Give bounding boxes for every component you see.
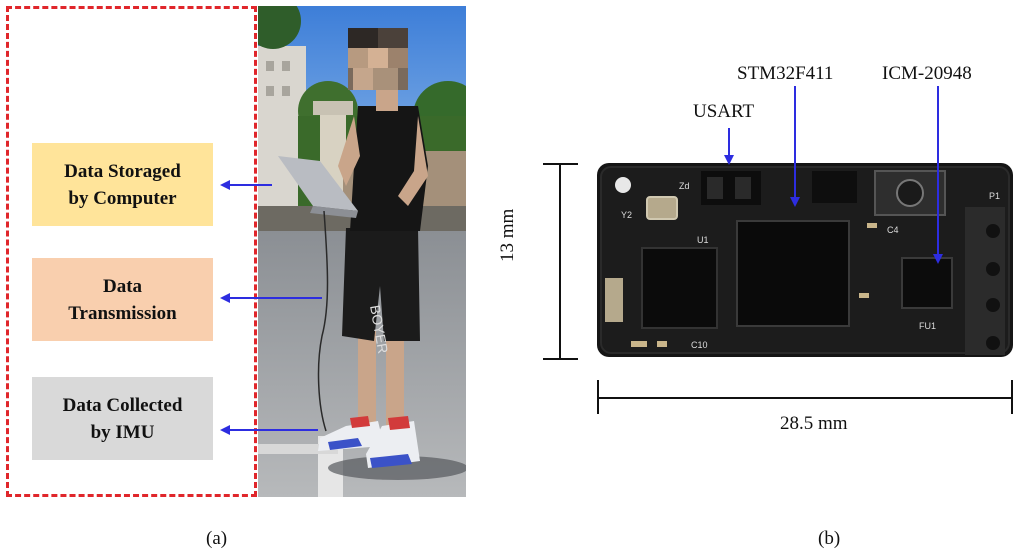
box-line: by IMU (90, 421, 155, 443)
svg-text:C4: C4 (887, 225, 899, 235)
box-line: Transmission (68, 302, 177, 324)
svg-text:P1: P1 (989, 191, 1000, 201)
svg-text:Y2: Y2 (621, 210, 632, 220)
data-transmission-box: Data Transmission (32, 258, 213, 341)
box-line: Data Collected (62, 394, 183, 416)
data-collected-box: Data Collected by IMU (32, 377, 213, 460)
box-line: Data (102, 275, 143, 297)
svg-text:Zd: Zd (679, 181, 690, 191)
caption-b: (b) (818, 528, 841, 549)
pcb-board-photo: Zd Y2 U1 C10 C4 FU1 P1 (597, 163, 1013, 357)
stm32-label: STM32F411 (737, 63, 834, 84)
usart-label: USART (693, 101, 755, 122)
box-line: by Computer (68, 187, 177, 209)
width-dimension-label: 28.5 mm (780, 413, 848, 434)
person-photo: BOYER (258, 6, 466, 497)
svg-text:U1: U1 (697, 235, 709, 245)
dashed-frame (6, 6, 257, 497)
svg-text:C10: C10 (691, 340, 708, 350)
data-storaged-box: Data Storaged by Computer (32, 143, 213, 226)
box-line: Data Storaged (64, 160, 181, 182)
icm-label: ICM-20948 (882, 63, 972, 84)
svg-text:FU1: FU1 (919, 321, 936, 331)
caption-a: (a) (206, 528, 228, 549)
